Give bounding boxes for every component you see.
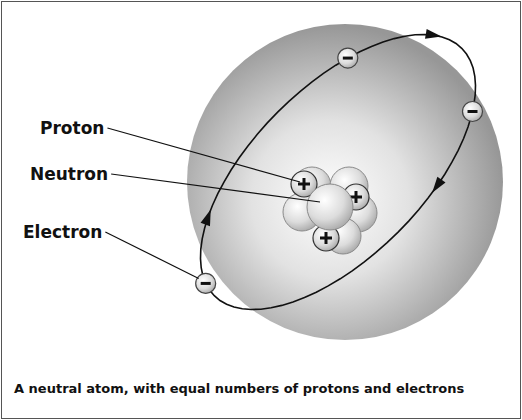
leader-lines xyxy=(105,128,320,278)
orbit-path xyxy=(201,35,476,310)
part-label: Neutron xyxy=(30,164,108,184)
part-label: Electron xyxy=(23,222,102,242)
minus-sign xyxy=(468,110,478,113)
figure-caption: A neutral atom, with equal numbers of pr… xyxy=(14,381,484,397)
electron-particle xyxy=(463,101,483,121)
part-label: Proton xyxy=(40,118,104,138)
orbit-arrowhead xyxy=(432,177,445,193)
plus-sign xyxy=(320,232,332,244)
electron-cloud xyxy=(187,24,503,340)
minus-sign xyxy=(343,57,353,60)
nucleus xyxy=(283,167,377,254)
neutron-particle xyxy=(307,184,353,230)
orbit-arrowhead xyxy=(425,29,442,39)
leader-line xyxy=(105,232,198,278)
electron-orbit xyxy=(196,29,483,310)
plus-sign xyxy=(298,178,310,190)
electron-particle xyxy=(196,273,216,293)
electron-particle xyxy=(338,48,358,68)
leader-line xyxy=(107,128,300,182)
orbit-arrowhead xyxy=(201,209,211,226)
minus-sign xyxy=(201,282,211,285)
leader-line xyxy=(111,174,320,202)
